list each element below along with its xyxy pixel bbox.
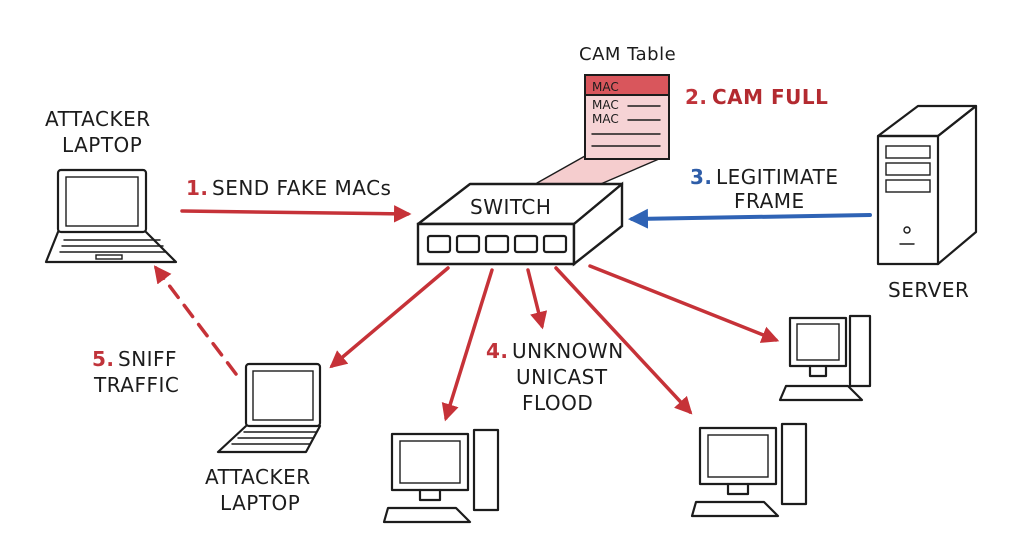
send-fake-macs-arrow bbox=[180, 205, 412, 223]
step2-number: 2. bbox=[685, 85, 708, 109]
desktop-computer-icon bbox=[778, 314, 872, 402]
step5-text-2: TRAFFIC bbox=[93, 373, 179, 397]
switch: SWITCH bbox=[416, 181, 624, 267]
desktop-computer-icon bbox=[382, 428, 500, 524]
step3-text-2: FRAME bbox=[734, 189, 805, 213]
step4-text-3: FLOOD bbox=[522, 391, 593, 415]
switch-label: SWITCH bbox=[470, 195, 551, 219]
step3-label: 3. LEGITIMATE FRAME bbox=[690, 165, 839, 213]
step5-text-1: SNIFF bbox=[118, 347, 177, 371]
step3-text-1: LEGITIMATE bbox=[716, 165, 839, 189]
cam-header-mac: MAC bbox=[592, 80, 619, 94]
attacker-bottom-label-2: LAPTOP bbox=[220, 491, 300, 515]
flood-arrow-short bbox=[526, 268, 548, 330]
server-icon bbox=[876, 104, 978, 266]
sniff-traffic-arrow bbox=[153, 265, 238, 376]
flood-arrow-to-pc1 bbox=[441, 268, 494, 422]
server-label: SERVER bbox=[888, 278, 969, 302]
switch-ports bbox=[426, 234, 568, 254]
desktop-computer-icon bbox=[690, 422, 808, 518]
step4-label: 4. UNKNOWN UNICAST FLOOD bbox=[486, 339, 624, 415]
step1-label: 1. SEND FAKE MACs bbox=[186, 176, 391, 200]
cam-table-title: CAM Table bbox=[579, 44, 676, 65]
attacker-top-label-2: LAPTOP bbox=[62, 133, 142, 157]
step2-text: CAM FULL bbox=[712, 85, 828, 109]
step4-text-2: UNICAST bbox=[516, 365, 608, 389]
laptop-icon bbox=[44, 168, 178, 264]
flood-arrow-to-pc2 bbox=[554, 266, 693, 415]
step1-text: SEND FAKE MACs bbox=[212, 176, 391, 200]
step3-number: 3. bbox=[690, 165, 713, 189]
attacker-laptop-bottom: ATTACKER LAPTOP bbox=[205, 362, 322, 515]
flood-arrow-to-pc3 bbox=[588, 264, 780, 343]
flood-arrow-to-attacker bbox=[329, 266, 450, 369]
cam-entry-mac-2: MAC bbox=[592, 112, 619, 126]
step5-label: 5. SNIFF TRAFFIC bbox=[92, 347, 179, 397]
server: SERVER bbox=[876, 104, 978, 302]
step4-number: 4. bbox=[486, 339, 509, 363]
desktop-pc-2 bbox=[690, 422, 808, 518]
step5-number: 5. bbox=[92, 347, 115, 371]
desktop-pc-3 bbox=[778, 314, 872, 402]
cam-table: CAM Table MAC MAC MAC bbox=[536, 44, 676, 187]
cam-entry-mac-1: MAC bbox=[592, 98, 619, 112]
legitimate-frame-arrow bbox=[628, 208, 872, 229]
desktop-pc-1 bbox=[382, 428, 500, 524]
attacker-bottom-label-1: ATTACKER bbox=[205, 465, 311, 489]
step2-label: 2. CAM FULL bbox=[685, 85, 828, 109]
step1-number: 1. bbox=[186, 176, 209, 200]
attacker-top-label-1: ATTACKER bbox=[45, 107, 151, 131]
laptop-icon bbox=[216, 362, 322, 454]
step4-text-1: UNKNOWN bbox=[512, 339, 624, 363]
attacker-laptop-top: ATTACKER LAPTOP bbox=[44, 107, 178, 264]
flood-arrows bbox=[329, 264, 780, 422]
